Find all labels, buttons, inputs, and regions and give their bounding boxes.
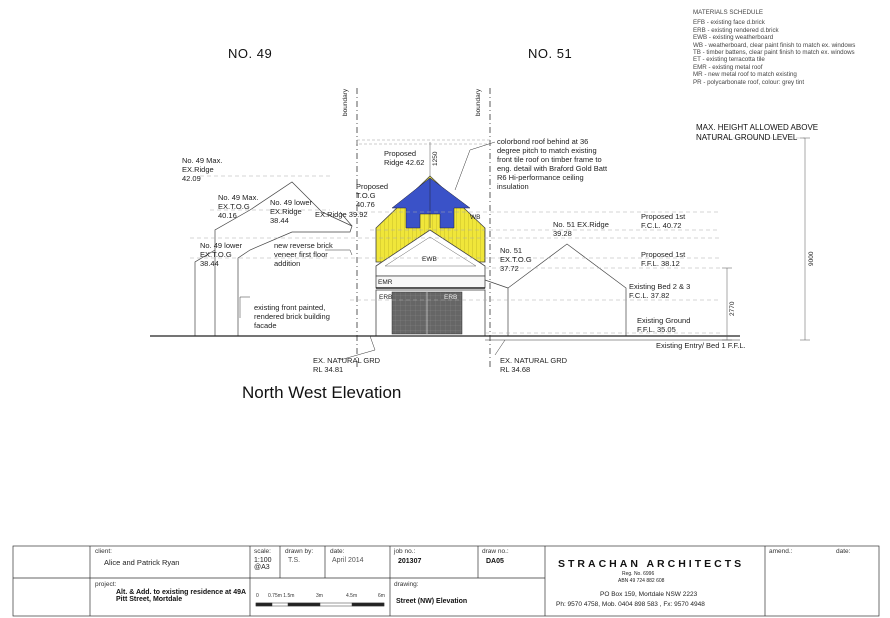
date2-label: date: xyxy=(836,548,851,555)
no51-heading: NO. 51 xyxy=(528,46,573,61)
scale-label: scale: xyxy=(254,548,271,555)
material-item: PR - polycarbonate roof, colour: grey ti… xyxy=(693,78,805,86)
label-ex-ridge: EX.Ridge 39.92 xyxy=(315,210,368,219)
scale-tick: 0 xyxy=(256,593,259,599)
label-proposed-1st-ffl: Proposed 1st F.F.L. 38.12 xyxy=(641,250,686,268)
label-existing-bed: Existing Bed 2 & 3 F.C.L. 37.82 xyxy=(629,282,691,300)
material-item: ET - existing terracotta tile xyxy=(693,56,765,64)
scale-bar xyxy=(255,602,385,607)
boundary-lines xyxy=(356,88,491,370)
project-value: Alt. & Add. to existing residence at 49A… xyxy=(116,589,246,603)
label-no49-lower-ridge: No. 49 lower EX.Ridge 38.44 xyxy=(270,198,313,225)
client-value: Alice and Patrick Ryan xyxy=(104,558,180,567)
boundary-right-label: boundary xyxy=(475,88,482,116)
dim-1250: 1250 xyxy=(432,151,439,166)
material-tag-wb: WB xyxy=(470,214,481,221)
title-block-frame xyxy=(12,545,880,617)
material-item: EFB - existing face d.brick xyxy=(693,19,765,27)
material-item: TB - timber battens, clear paint finish … xyxy=(693,49,855,57)
dim-9000: 9000 xyxy=(808,251,815,266)
material-item: ERB - existing rendered d.brick xyxy=(693,26,779,34)
firm-po: PO Box 159, Mortdale NSW 2223 xyxy=(600,591,698,598)
drawno-label: draw no.: xyxy=(482,548,509,555)
label-existing-entry: Existing Entry/ Bed 1 F.F.L. xyxy=(656,341,746,350)
leader-lines xyxy=(239,141,506,361)
material-item: WB - weatherboard, clear paint finish to… xyxy=(693,41,856,49)
materials-schedule: MATERIALS SCHEDULE EFB - existing face d… xyxy=(693,9,855,86)
scale-tick: 6m xyxy=(378,593,385,599)
job-label: job no.: xyxy=(394,548,416,555)
material-tag-erb: ERB xyxy=(379,294,393,301)
house-no51-outline xyxy=(484,243,627,336)
material-item: EMR - existing metal roof xyxy=(693,63,763,71)
dim-2770: 2770 xyxy=(729,301,736,316)
polycarbonate-roof xyxy=(391,177,471,229)
material-tag-ewb: EWB xyxy=(422,256,437,263)
label-proposed-ridge: Proposed Ridge 42.62 xyxy=(384,149,425,167)
boundary-left-label: boundary xyxy=(342,88,349,116)
max-height-label: MAX. HEIGHT ALLOWED ABOVE NATURAL GROUND… xyxy=(696,123,819,142)
no49-heading: NO. 49 xyxy=(228,46,273,61)
drawn-label: drawn by: xyxy=(285,548,314,555)
house-no49-outline xyxy=(194,181,353,336)
drawno-value: DA05 xyxy=(486,558,504,565)
job-value: 201307 xyxy=(398,558,422,565)
label-no49-max-tog: No. 49 Max. EX.T.O.G 40.16 xyxy=(218,193,259,220)
scale-tick: 0.75m 1.5m xyxy=(268,593,295,599)
existing-front-gable xyxy=(375,229,486,337)
label-no51-tog: No. 51 EX.T.O.G 37.72 xyxy=(500,246,532,273)
level-lines xyxy=(190,137,805,334)
date-value: April 2014 xyxy=(332,557,364,564)
label-ex-grd-right: EX. NATURAL GRD RL 34.68 xyxy=(500,356,568,374)
amend-label: amend.: xyxy=(769,548,793,555)
date-label: date: xyxy=(330,548,345,555)
client-label: client: xyxy=(95,548,112,555)
label-no49-lower-tog: No. 49 lower EX.T.O.G 38.44 xyxy=(200,241,243,268)
firm-contact: Ph: 9570 4758, Mob. 0404 898 583 , Fx: 9… xyxy=(556,601,705,608)
material-item: EWB - existing weatherboard xyxy=(693,34,774,42)
firm-abn: ABN 49 724 882 608 xyxy=(618,578,665,584)
dimension-lines xyxy=(429,137,810,341)
scale-value: 1:100 @A3 xyxy=(254,557,272,571)
drawn-value: T.S. xyxy=(288,557,301,564)
new-addition-gable xyxy=(375,175,486,263)
drawing-label: drawing: xyxy=(394,581,419,588)
label-existing-ground: Existing Ground F.F.L. 35.05 xyxy=(637,316,691,334)
label-proposed-tog: Proposed T.O.G 40.76 xyxy=(356,182,389,209)
label-colorbond: colorbond roof behind at 36 degree pitch… xyxy=(497,137,608,191)
scale-tick: 3m xyxy=(316,593,323,599)
material-tag-emr: EMR xyxy=(378,279,393,286)
project-label: project: xyxy=(95,581,117,588)
elevation-title: North West Elevation xyxy=(242,383,402,402)
label-new-brick: new reverse brick veneer first floor add… xyxy=(274,241,333,268)
drawing-value: Street (NW) Elevation xyxy=(396,598,468,605)
label-no51-ridge: No. 51 EX.Ridge 39.28 xyxy=(553,220,609,238)
material-tag-erb-2: ERB xyxy=(444,294,458,301)
label-no49-max-ridge: No. 49 Max. EX.Ridge 42.09 xyxy=(182,156,223,183)
label-proposed-1st-fcl: Proposed 1st F.C.L. 40.72 xyxy=(641,212,686,230)
scale-tick: 4.5m xyxy=(346,593,358,599)
label-ex-grd-left: EX. NATURAL GRD RL 34.81 xyxy=(313,356,381,374)
firm-name: STRACHAN ARCHITECTS xyxy=(558,558,745,570)
label-existing-front: existing front painted, rendered brick b… xyxy=(254,303,330,330)
material-item: MR - new metal roof to match existing xyxy=(693,71,797,79)
materials-title: MATERIALS SCHEDULE xyxy=(693,9,764,16)
firm-reg: Reg. No. 6996 xyxy=(622,571,655,577)
